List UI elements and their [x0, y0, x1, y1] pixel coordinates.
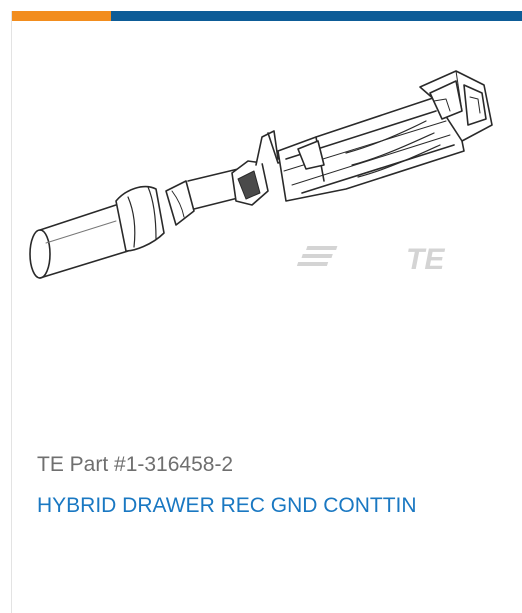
- svg-text:TE: TE: [406, 243, 445, 276]
- accent-bar-orange: [12, 11, 111, 21]
- accent-bar: [12, 11, 522, 21]
- te-logo-watermark: TE: [296, 243, 445, 276]
- product-card[interactable]: TE TE Part #1-316458-2 HYBRID DRAWER REC…: [11, 11, 522, 613]
- product-image[interactable]: TE: [16, 41, 516, 301]
- product-name-link[interactable]: HYBRID DRAWER REC GND CONTTIN: [37, 494, 417, 517]
- part-number: TE Part #1-316458-2: [37, 453, 234, 476]
- accent-bar-blue: [111, 11, 522, 21]
